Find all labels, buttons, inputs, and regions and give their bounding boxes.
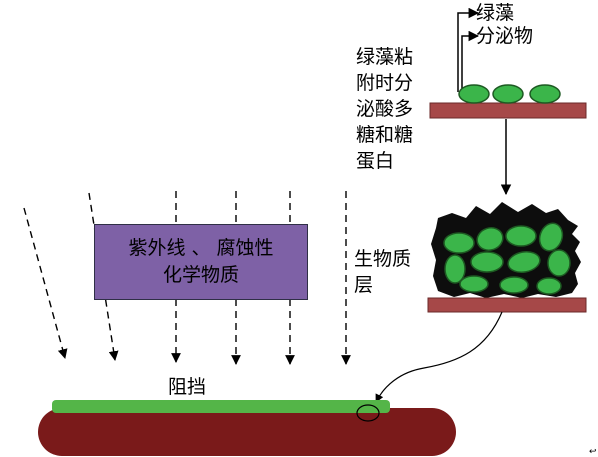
attached-algae-cells: [458, 84, 561, 104]
biomass-layer-label: 生物质 层: [354, 248, 412, 296]
algae-cell: [499, 276, 529, 294]
biomass-layer-shape: [431, 202, 581, 298]
green-biofilm: [52, 400, 390, 413]
dashed-arrow: [23, 207, 68, 359]
base-substrate: [38, 408, 456, 456]
algae-cell: [492, 84, 524, 104]
algae-cell: [505, 225, 537, 247]
algae-cell: [538, 222, 564, 252]
algae-secretion-label: 绿藻 分泌物: [476, 2, 534, 47]
algae-cell: [507, 251, 541, 273]
uv-chemical-box: 紫外线 、 腐蚀性 化学物质: [94, 224, 308, 300]
algae-cell: [547, 249, 571, 277]
uv-chemical-label: 紫外线 、 腐蚀性 化学物质: [128, 237, 274, 286]
block-label: 阻挡: [168, 376, 207, 398]
algae-cell: [476, 227, 504, 251]
curved-arrow-to-detail: [375, 311, 503, 403]
algae-cell: [444, 254, 466, 284]
secretion-arrows: [457, 7, 480, 92]
algae-cell: [459, 275, 489, 293]
attach-substrate: [429, 102, 587, 119]
algae-cell: [458, 84, 490, 104]
attachment-secretion-label: 绿藻粘 附时分 泌酸多 糖和糖 蛋白: [356, 46, 414, 172]
algae-cell: [529, 84, 561, 104]
detail-circle: [356, 404, 380, 422]
biomass-substrate: [427, 297, 587, 313]
corner-mark: ↩: [589, 447, 597, 457]
algae-cell: [470, 251, 504, 273]
algae-cell: [536, 277, 562, 295]
algae-cell: [443, 232, 475, 254]
biomass-algae-cells: [443, 222, 571, 295]
